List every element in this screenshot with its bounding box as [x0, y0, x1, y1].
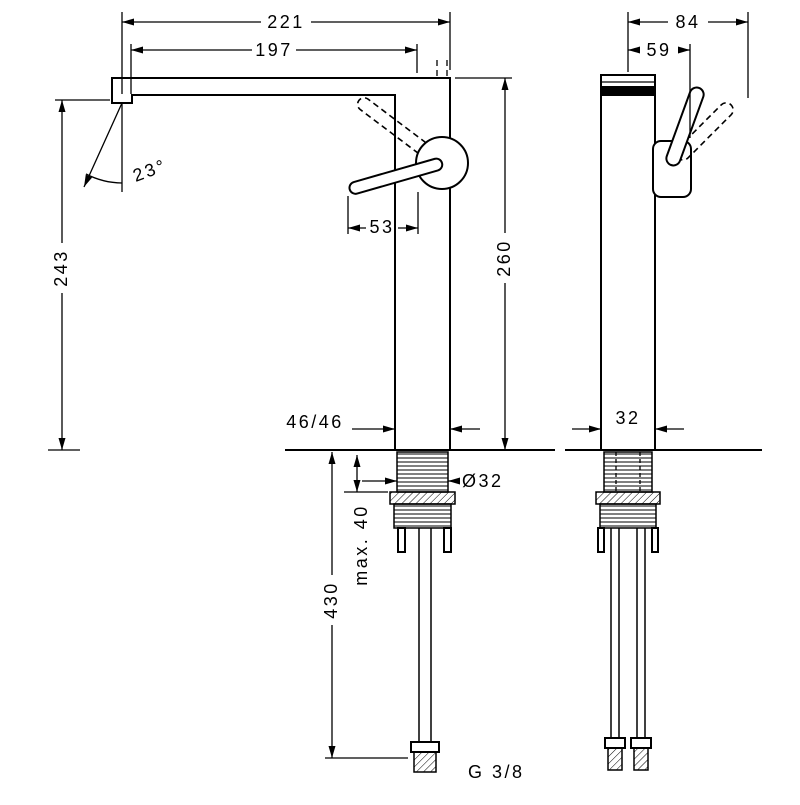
handle-lever: [348, 157, 444, 195]
threaded-shank-front: [396, 451, 449, 493]
stud-right-side: [651, 527, 659, 553]
stud-left-front: [397, 527, 406, 553]
spray-angle-arc: [85, 173, 123, 184]
side-view: 84 59 32: [565, 12, 762, 771]
total-height-label: 260: [494, 239, 514, 277]
overall-depth-label: 84: [675, 12, 700, 32]
hose-connector-neck-side-2: [630, 737, 652, 749]
stud-left-side: [597, 527, 605, 553]
dim-handle-length: 53: [347, 192, 419, 237]
mounting-nut-front: [393, 503, 452, 529]
outlet-height-label: 243: [51, 249, 71, 287]
hose-connector-side-1: [607, 747, 623, 771]
spout-body-outline: [111, 77, 451, 451]
overall-reach-label: 221: [267, 12, 305, 32]
hose-connector-neck-side-1: [604, 737, 626, 749]
spray-direction-arrow: [83, 102, 123, 188]
dim-total-height: 260: [455, 77, 514, 450]
hose-connector-neck-front: [410, 741, 440, 753]
mounting-assembly-side: [595, 451, 661, 771]
washer-front: [389, 491, 456, 505]
base-depth-label: 32: [615, 408, 640, 428]
body-depth-label: 59: [646, 40, 671, 60]
front-view: 23° 221: [48, 12, 555, 782]
handle-lever-side: [665, 86, 705, 167]
stud-right-front: [443, 527, 452, 553]
washer-side: [595, 491, 661, 505]
spray-angle-annotation: 23°: [83, 102, 170, 192]
hose-connector-front: [413, 751, 437, 773]
connection-thread-label: G 3/8: [468, 762, 525, 782]
dim-overall-depth: 84: [627, 12, 749, 98]
spout-band-side: [601, 86, 655, 96]
base-square-label: 46/46: [286, 412, 344, 432]
mounting-assembly-front: [389, 451, 456, 773]
dim-outlet-height: 243: [51, 99, 110, 450]
hose-connector-side-2: [633, 747, 649, 771]
dim-hose-length: 430: [321, 452, 408, 759]
dim-overall-reach: 221: [121, 12, 451, 94]
dim-max-mounting-thickness: max. 40: [344, 455, 388, 586]
dim-spout-reach: 197: [130, 40, 418, 94]
hose-length-label: 430: [321, 581, 341, 619]
dim-base-depth: 32: [572, 408, 684, 433]
shank-diameter-label: Ø32: [462, 471, 504, 491]
threaded-shank-side: [603, 451, 653, 493]
spout-reach-label: 197: [255, 40, 293, 60]
mounting-nut-side: [599, 503, 657, 529]
handle-length-label: 53: [369, 217, 394, 237]
dim-base-square: 46/46: [286, 412, 480, 433]
body-outline-side: [600, 74, 656, 451]
dim-body-depth: 59: [628, 40, 691, 138]
dim-shank-diameter: Ø32: [362, 471, 504, 491]
max-mounting-thickness-label: max. 40: [351, 504, 371, 586]
spray-angle-label: 23°: [130, 155, 169, 186]
